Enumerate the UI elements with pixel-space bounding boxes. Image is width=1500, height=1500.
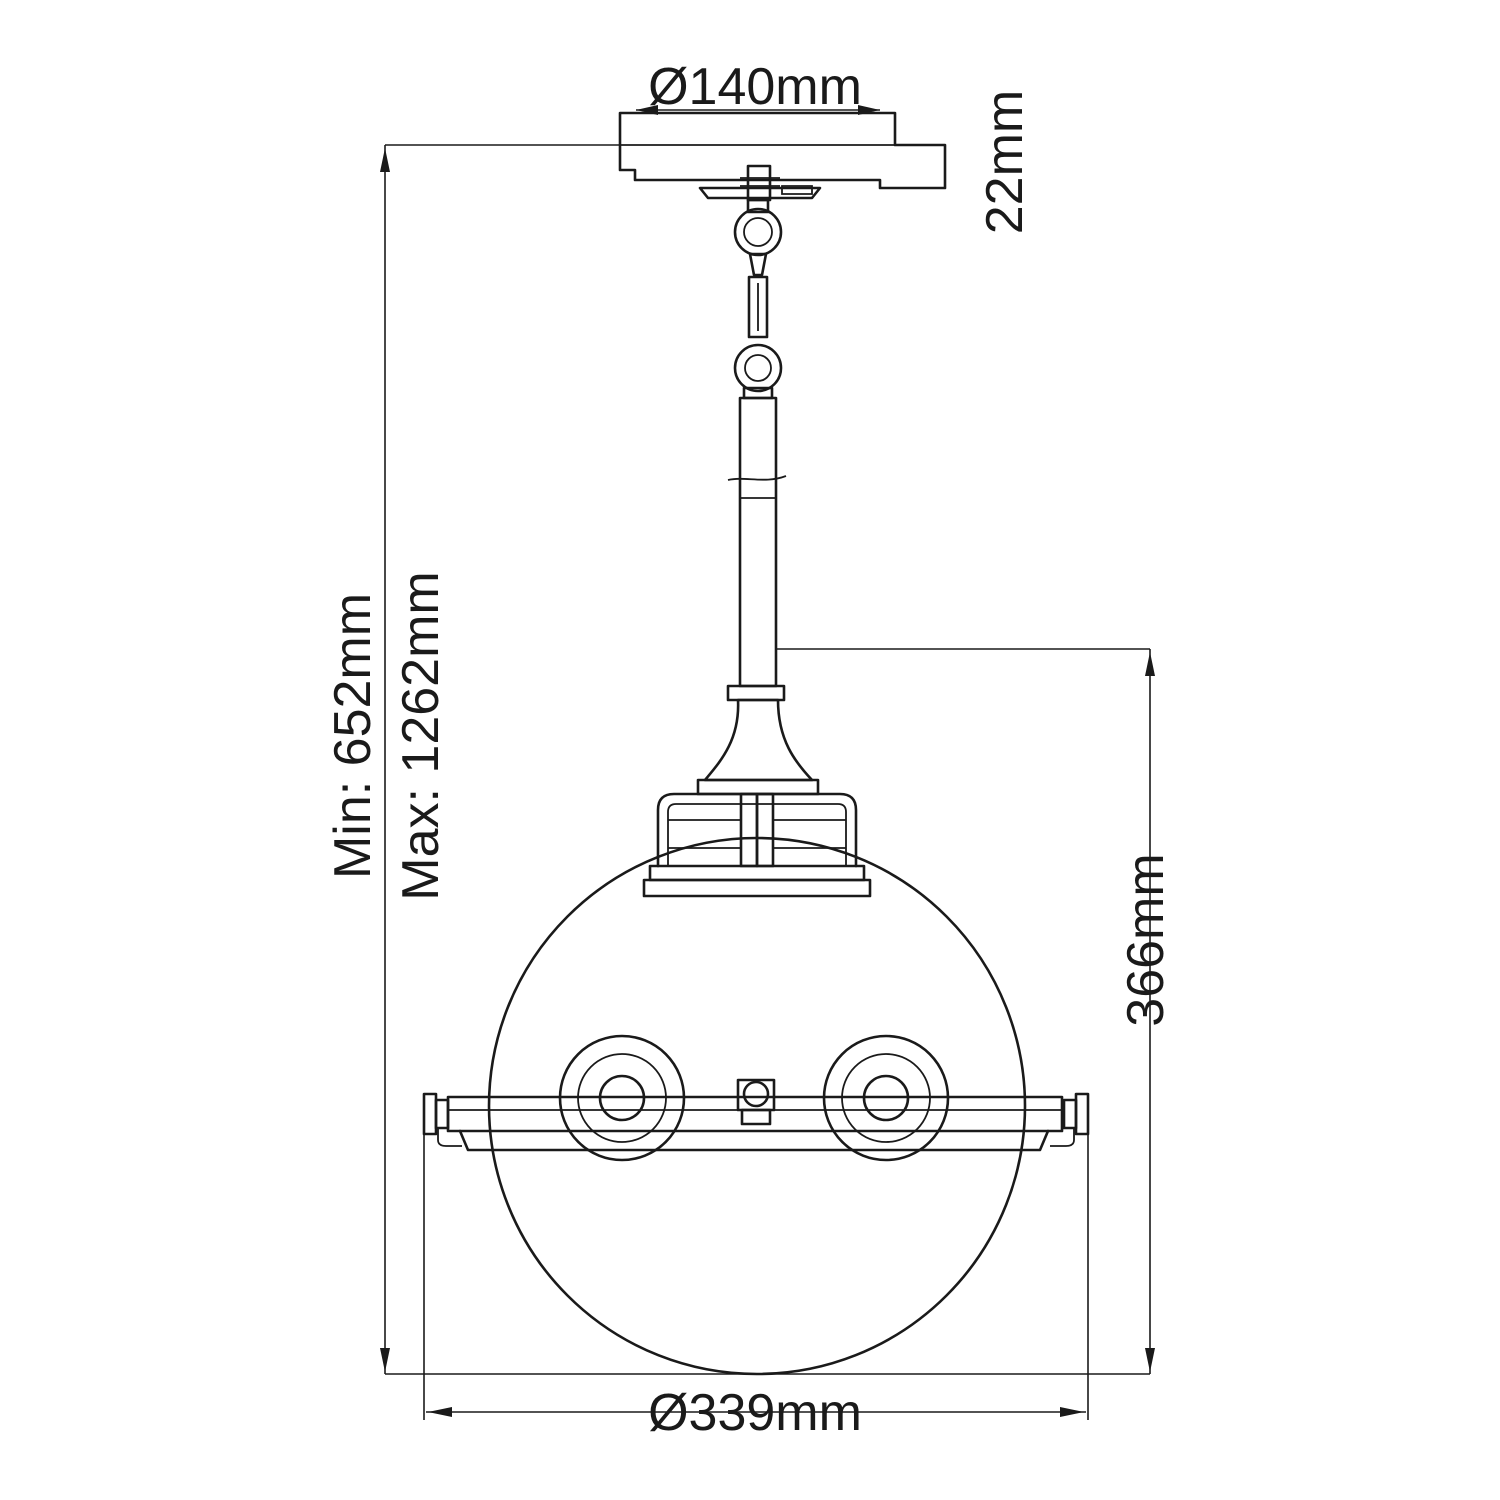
gallery-cage (642, 792, 872, 898)
dimension-globe-diameter (423, 1134, 1089, 1420)
height-max-label: Max: 1262mm (392, 571, 450, 900)
globe-band (422, 1078, 1090, 1152)
canopy-diameter-label: Ø140mm (648, 58, 862, 116)
port-hole-left (558, 1034, 686, 1162)
dimension-overall-height (380, 144, 757, 1375)
port-hole-right (822, 1034, 950, 1162)
neck-collar (696, 684, 820, 796)
globe-diameter-label: Ø339mm (648, 1384, 862, 1442)
dimension-globe-height (757, 648, 1155, 1375)
dimension-canopy-diameter (636, 105, 880, 115)
height-min-label: Min: 652mm (324, 593, 382, 879)
ceiling-canopy (618, 111, 947, 202)
canopy-height-label: 22mm (976, 90, 1034, 234)
globe-height-label: 366mm (1117, 853, 1175, 1026)
suspension-chain (733, 198, 783, 400)
stem-rod (727, 396, 787, 688)
